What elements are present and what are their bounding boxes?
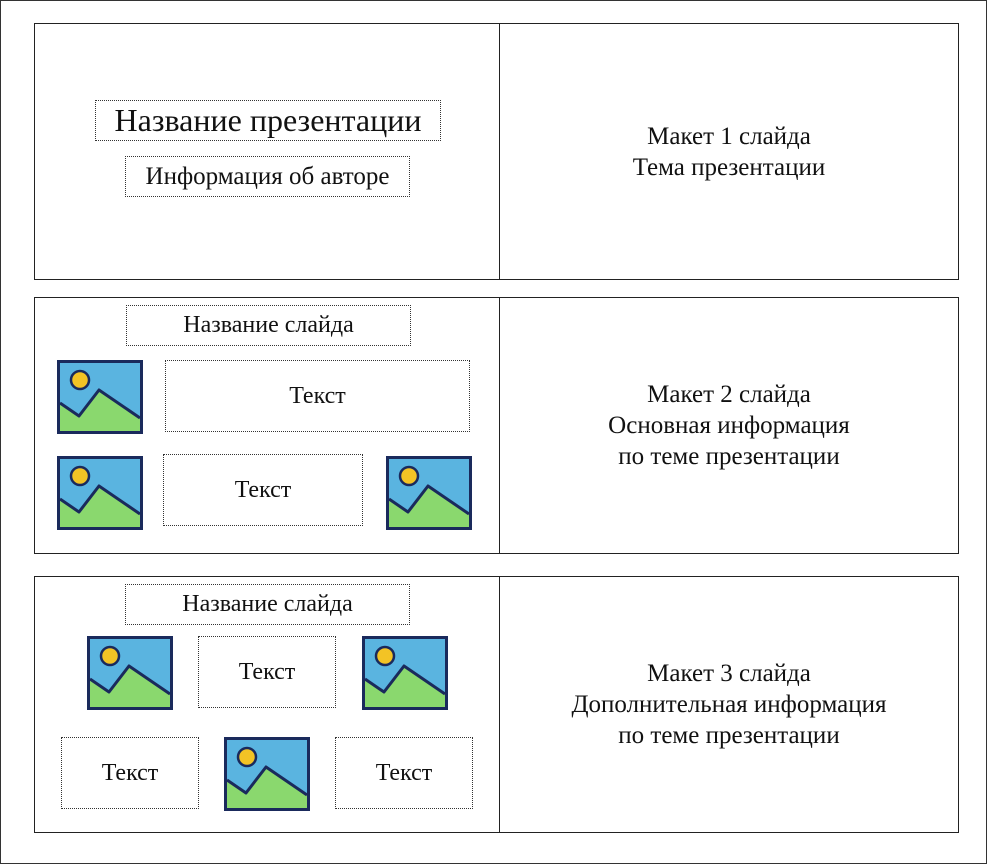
text-label: Текст [238,658,296,685]
layout-name: Макет 3 слайда [647,660,811,687]
presentation-title-text: Название презентации [114,102,422,138]
slide-mockup-2: Название слайда Текст Текст [35,298,500,553]
text-placeholder: Текст [61,737,199,809]
slide-mockup-3: Название слайда Текст Текст Текст [35,577,500,832]
layout-row-1: Название презентации Информация об автор… [34,23,959,280]
layout-name: Макет 1 слайда [647,122,811,150]
layout-subject: Дополнительная информация [571,691,887,718]
text-label: Текст [234,476,292,503]
text-placeholder: Текст [198,636,336,708]
layout-description-3: Макет 3 слайда Дополнительная информация… [500,577,958,832]
image-icon [57,360,143,434]
text-placeholder: Текст [163,454,363,526]
image-icon [57,456,143,530]
text-label: Текст [375,759,433,786]
layout-description-1: Макет 1 слайда Тема презентации [500,24,958,279]
layout-subject: Основная информация [608,412,850,439]
slide-mockup-1: Название презентации Информация об автор… [35,24,500,279]
text-label: Текст [289,382,346,409]
layout-subject: Тема презентации [632,153,826,181]
text-placeholder: Текст [165,360,470,432]
presentation-title-placeholder: Название презентации [95,100,441,141]
slide-title-placeholder: Название слайда [126,305,411,346]
author-info-placeholder: Информация об авторе [125,156,410,197]
slide-title-text: Название слайда [182,591,353,617]
image-icon [362,636,448,710]
text-placeholder: Текст [335,737,473,809]
text-label: Текст [101,759,159,786]
layout-name: Макет 2 слайда [647,381,811,408]
image-icon [224,737,310,811]
slide-title-placeholder: Название слайда [125,584,410,625]
layout-subject-continued: по теме презентации [618,722,840,749]
layout-subject-continued: по теме презентации [618,443,840,470]
layout-description-2: Макет 2 слайда Основная информация по те… [500,298,958,553]
layout-row-2: Название слайда Текст Текст Макет 2 слай… [34,297,959,554]
layout-row-3: Название слайда Текст Текст Текст Макет … [34,576,959,833]
image-icon [386,456,472,530]
author-info-text: Информация об авторе [145,162,390,190]
image-icon [87,636,173,710]
slide-title-text: Название слайда [183,312,354,338]
